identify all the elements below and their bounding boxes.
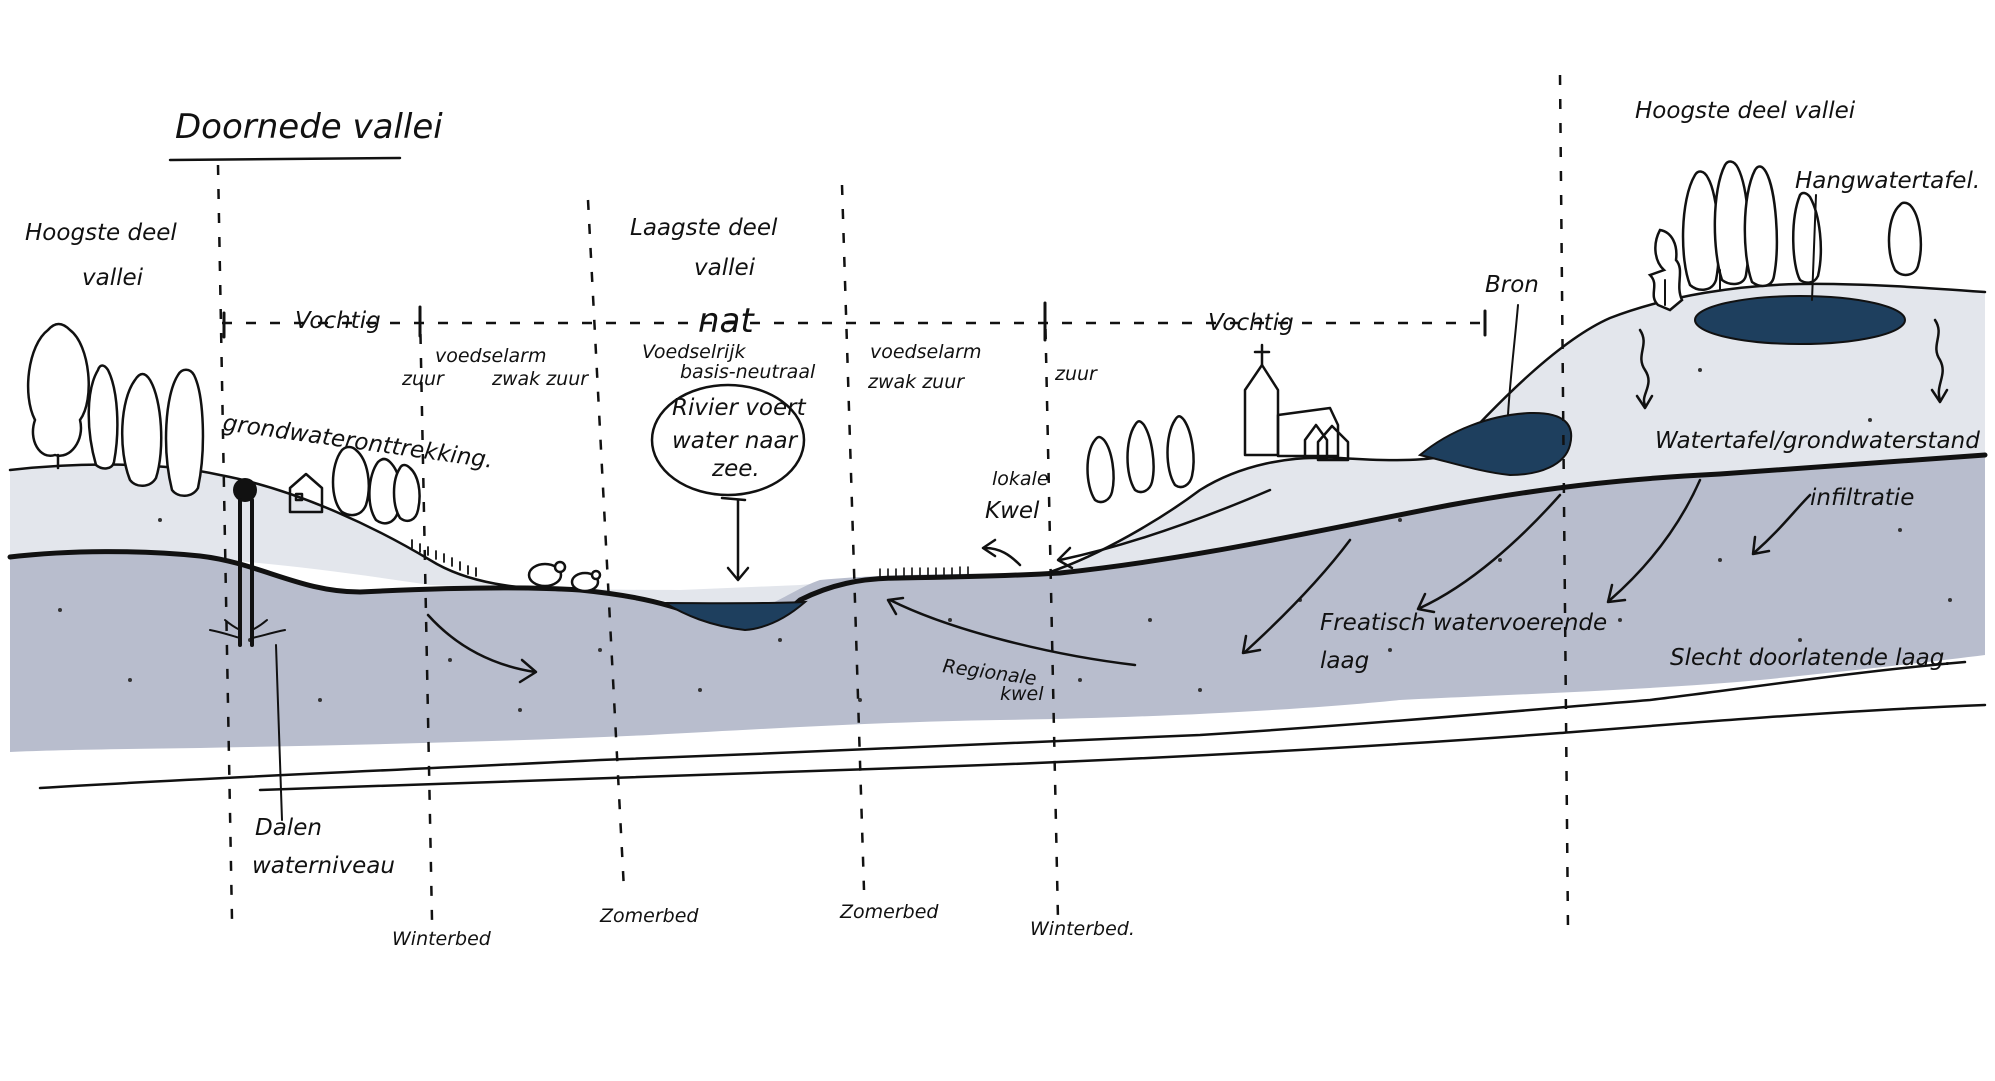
title-underline	[168, 156, 402, 162]
phreatic-aquifer-layer	[10, 455, 1985, 752]
nutrients-right: voedselarm	[870, 341, 981, 363]
phreatic-aquifer-line2: laag	[1320, 648, 1369, 674]
divider-zomerbed-right	[840, 184, 866, 891]
acidity-zuur-left: zuur	[401, 368, 445, 390]
river-water	[661, 600, 808, 632]
diagram-title: Doornede vallei	[175, 107, 443, 147]
spring-water-pocket	[1417, 411, 1573, 477]
aquitard-lower-line	[258, 703, 1987, 792]
ground-surface-line	[7, 452, 1988, 619]
nutrients-middle: Voedselrijk	[642, 341, 746, 363]
church	[1243, 343, 1350, 462]
river-bubble-line3: zee.	[711, 456, 760, 482]
label-winterbed-left: Winterbed	[392, 928, 492, 950]
acidity-zwak-zuur-right: zwak zuur	[867, 371, 965, 393]
river-speech-bubble	[650, 383, 806, 497]
zone-lowest-line2: vallei	[694, 255, 756, 281]
fence-left	[411, 539, 477, 577]
divider-left-outer	[216, 164, 234, 921]
regional-seepage-line2: kwel	[1000, 683, 1044, 705]
label-winterbed-right: Winterbed.	[1030, 918, 1135, 940]
label-aquitard: Slecht doorlatende laag.	[1670, 645, 1952, 671]
acidity-zwak-zuur-left: zwak zuur	[491, 368, 589, 390]
acidity-basis-neutraal: basis-neutraal	[680, 361, 816, 383]
trees-right-forest	[1647, 160, 1923, 312]
sheep	[527, 560, 602, 593]
label-perched-water-table: Hangwatertafel.	[1795, 168, 1980, 194]
moisture-left: Vochtig	[295, 308, 381, 334]
label-zomerbed-left: Zomerbed	[599, 905, 699, 927]
groundwater-well	[209, 478, 286, 821]
moisture-right: Vochtig	[1208, 310, 1294, 336]
river-bubble-line2: water naar	[672, 428, 799, 454]
divider-zomerbed-left	[586, 199, 626, 891]
zone-lowest-line1: Laagste deel	[630, 215, 778, 241]
aquitard-upper-line	[38, 660, 1967, 790]
local-seepage-line2: Kwel	[985, 498, 1040, 524]
flow-arrows	[426, 194, 1949, 684]
moisture-middle: nat	[698, 301, 755, 341]
bubble-tail	[720, 496, 747, 502]
reeds-right	[879, 566, 969, 579]
trees-middle-right	[1086, 415, 1195, 504]
trees-left	[26, 322, 421, 525]
zone-highest-left-line1: Hoogste deel	[25, 220, 177, 246]
label-infiltration: infiltratie	[1810, 485, 1914, 511]
local-seepage-line1: lokale	[992, 468, 1049, 490]
label-spring: Bron	[1485, 272, 1539, 298]
perched-water-table-lens	[1694, 295, 1906, 345]
label-water-table: Watertafel/grondwaterstand	[1655, 428, 1980, 454]
acidity-zuur-right: zuur	[1054, 363, 1098, 385]
zone-highest-right: Hoogste deel vallei	[1635, 98, 1856, 124]
house-left	[288, 472, 324, 514]
nutrients-left: voedselarm	[435, 345, 546, 367]
river-bubble-line1: Rivier voert	[672, 395, 807, 421]
phreatic-aquifer-line1: Freatisch watervoerende	[1320, 610, 1607, 636]
falling-water-level-line2: waterniveau	[252, 853, 395, 879]
falling-water-level-line1: Dalen	[255, 815, 322, 841]
divider-winterbed-right	[1043, 304, 1060, 921]
zone-highest-left-line2: vallei	[82, 265, 144, 291]
divider-winterbed-left	[418, 309, 434, 921]
label-zomerbed-right: Zomerbed	[839, 901, 939, 923]
